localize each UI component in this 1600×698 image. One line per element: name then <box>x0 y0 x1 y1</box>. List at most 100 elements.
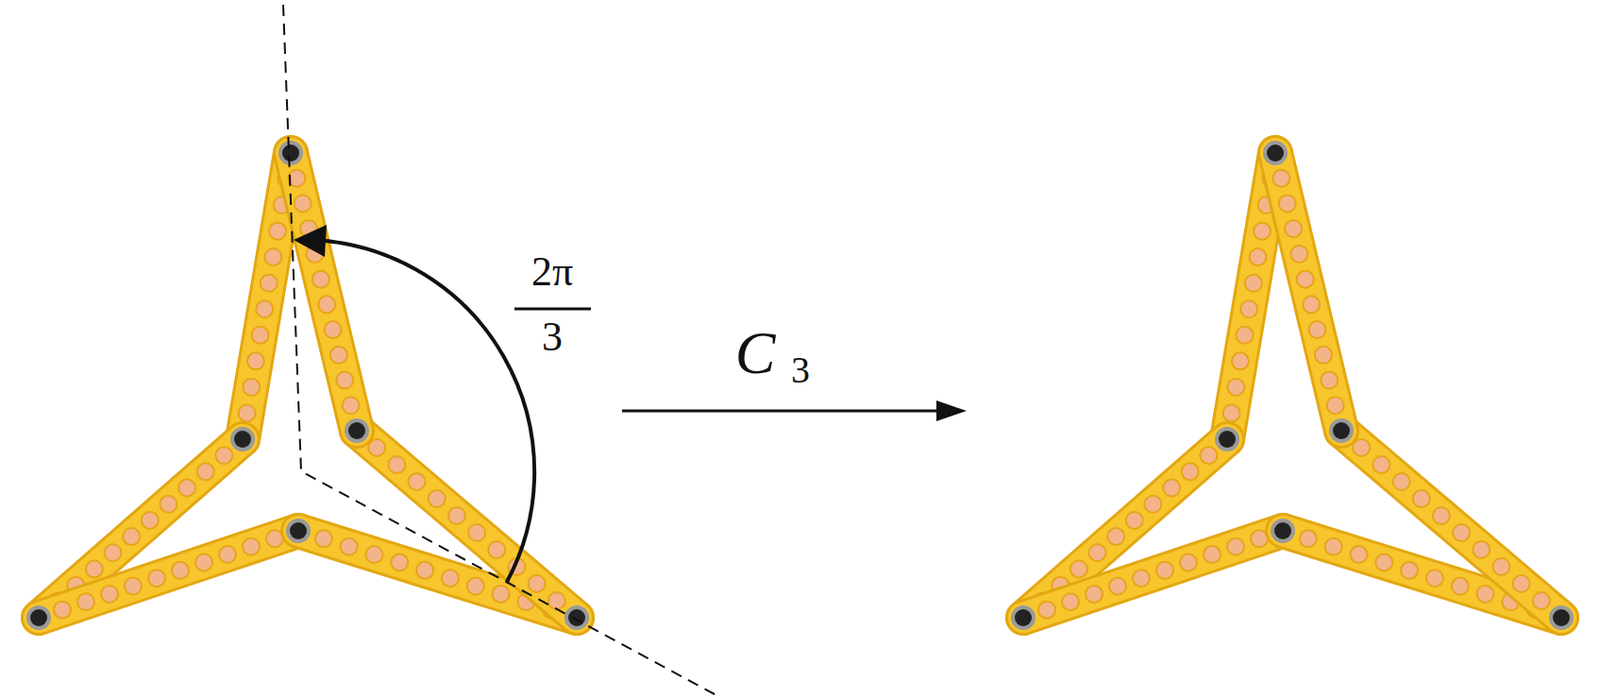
beam-hole <box>260 274 278 292</box>
pin-ring <box>1549 605 1574 630</box>
pin <box>1274 522 1292 539</box>
beam-hole <box>171 561 189 579</box>
beam-hole <box>1144 495 1162 513</box>
beam-hole <box>428 489 446 507</box>
beam-hole <box>252 326 270 344</box>
beam-hole <box>390 553 408 571</box>
beam-hole <box>1162 479 1180 497</box>
beam-hole <box>1290 245 1308 263</box>
pin <box>289 522 307 539</box>
beam-hole <box>1432 506 1450 524</box>
pin-ring <box>564 605 590 630</box>
pin-ring <box>1329 418 1354 443</box>
beam-hole <box>1452 523 1470 541</box>
beam-edge <box>1275 152 1342 431</box>
beam-hole <box>1296 270 1314 288</box>
beam-hole <box>1299 529 1317 547</box>
beam-hole <box>264 248 282 266</box>
beam-hole <box>1070 559 1088 577</box>
beam-hole <box>318 295 336 313</box>
pin-ring <box>1270 518 1296 543</box>
beam-hole <box>1156 561 1174 579</box>
beam-hole <box>340 538 358 556</box>
beam-hole <box>387 455 405 473</box>
beam-hole <box>1181 462 1199 480</box>
beam-hole <box>178 479 196 497</box>
beam <box>290 152 357 431</box>
beam-hole <box>1245 274 1263 292</box>
beam-hole <box>85 559 103 577</box>
beam-hole <box>53 601 71 619</box>
beam-hole <box>1132 569 1150 587</box>
beam-hole <box>294 194 312 212</box>
beam-hole <box>342 396 360 414</box>
beam-edge <box>356 430 577 618</box>
beam-hole <box>528 574 546 592</box>
beam-hole <box>324 320 342 338</box>
beam-hole <box>1349 545 1367 563</box>
beam-hole <box>101 585 118 603</box>
beam-hole <box>1253 222 1271 240</box>
beam-hole <box>197 462 215 480</box>
beam-hole <box>242 538 260 556</box>
pin <box>30 608 48 626</box>
beam-hole <box>1085 585 1103 603</box>
beam-hole <box>1223 404 1241 422</box>
beam-hole <box>548 591 566 609</box>
pin-ring <box>286 518 311 543</box>
beam-hole <box>1089 543 1107 561</box>
pin <box>1332 421 1350 439</box>
beam-hole <box>218 545 236 563</box>
beam-hole <box>312 270 330 288</box>
beam-hole <box>1492 557 1510 575</box>
beam-hole <box>1327 396 1345 414</box>
fraction-bar <box>514 307 591 311</box>
beam <box>356 430 577 618</box>
pin <box>568 608 586 626</box>
pin-ring <box>26 605 51 630</box>
beam <box>1023 530 1283 618</box>
arc-arrowhead <box>293 224 327 257</box>
beam-hole <box>1413 489 1431 507</box>
beam-hole <box>1240 300 1258 318</box>
beam-hole <box>492 585 510 603</box>
pin-ring <box>230 426 255 452</box>
rotation-arc <box>311 239 535 582</box>
beam-hole <box>104 543 122 561</box>
beam-hole <box>1472 540 1490 558</box>
beam-hole <box>255 300 273 318</box>
beam-hole <box>1061 592 1079 610</box>
rotation-axes <box>283 4 715 694</box>
beam-hole <box>1393 472 1411 490</box>
pin <box>1218 430 1236 448</box>
beam-hole <box>1400 561 1418 579</box>
beam-hole <box>1179 553 1197 571</box>
beam-hole <box>1227 538 1245 556</box>
beam-hole <box>1309 320 1327 338</box>
beam-hole <box>122 527 140 545</box>
beam-edge <box>1341 430 1562 618</box>
beam-hole <box>159 495 177 513</box>
beam-hole <box>1227 378 1245 396</box>
lego-stars <box>26 140 1574 630</box>
group-symbol: C <box>735 322 776 384</box>
lego-star <box>1010 140 1574 630</box>
beam-hole <box>441 569 459 587</box>
beam-hole <box>247 352 265 370</box>
beam-hole <box>488 540 506 558</box>
beam-hole <box>1126 511 1144 529</box>
pin <box>1014 608 1032 626</box>
lego-star <box>26 140 590 630</box>
beam-hole <box>1451 577 1469 595</box>
beam-hole <box>269 222 287 240</box>
beam-hole <box>77 592 95 610</box>
beam-hole <box>1107 527 1125 545</box>
beam-hole <box>1199 446 1217 464</box>
beam-hole <box>148 569 166 587</box>
beam-hole <box>1513 574 1531 592</box>
map-arrow <box>622 409 944 413</box>
beam-hole <box>1426 569 1444 587</box>
pin <box>234 430 252 448</box>
beam-hole <box>1375 553 1393 571</box>
